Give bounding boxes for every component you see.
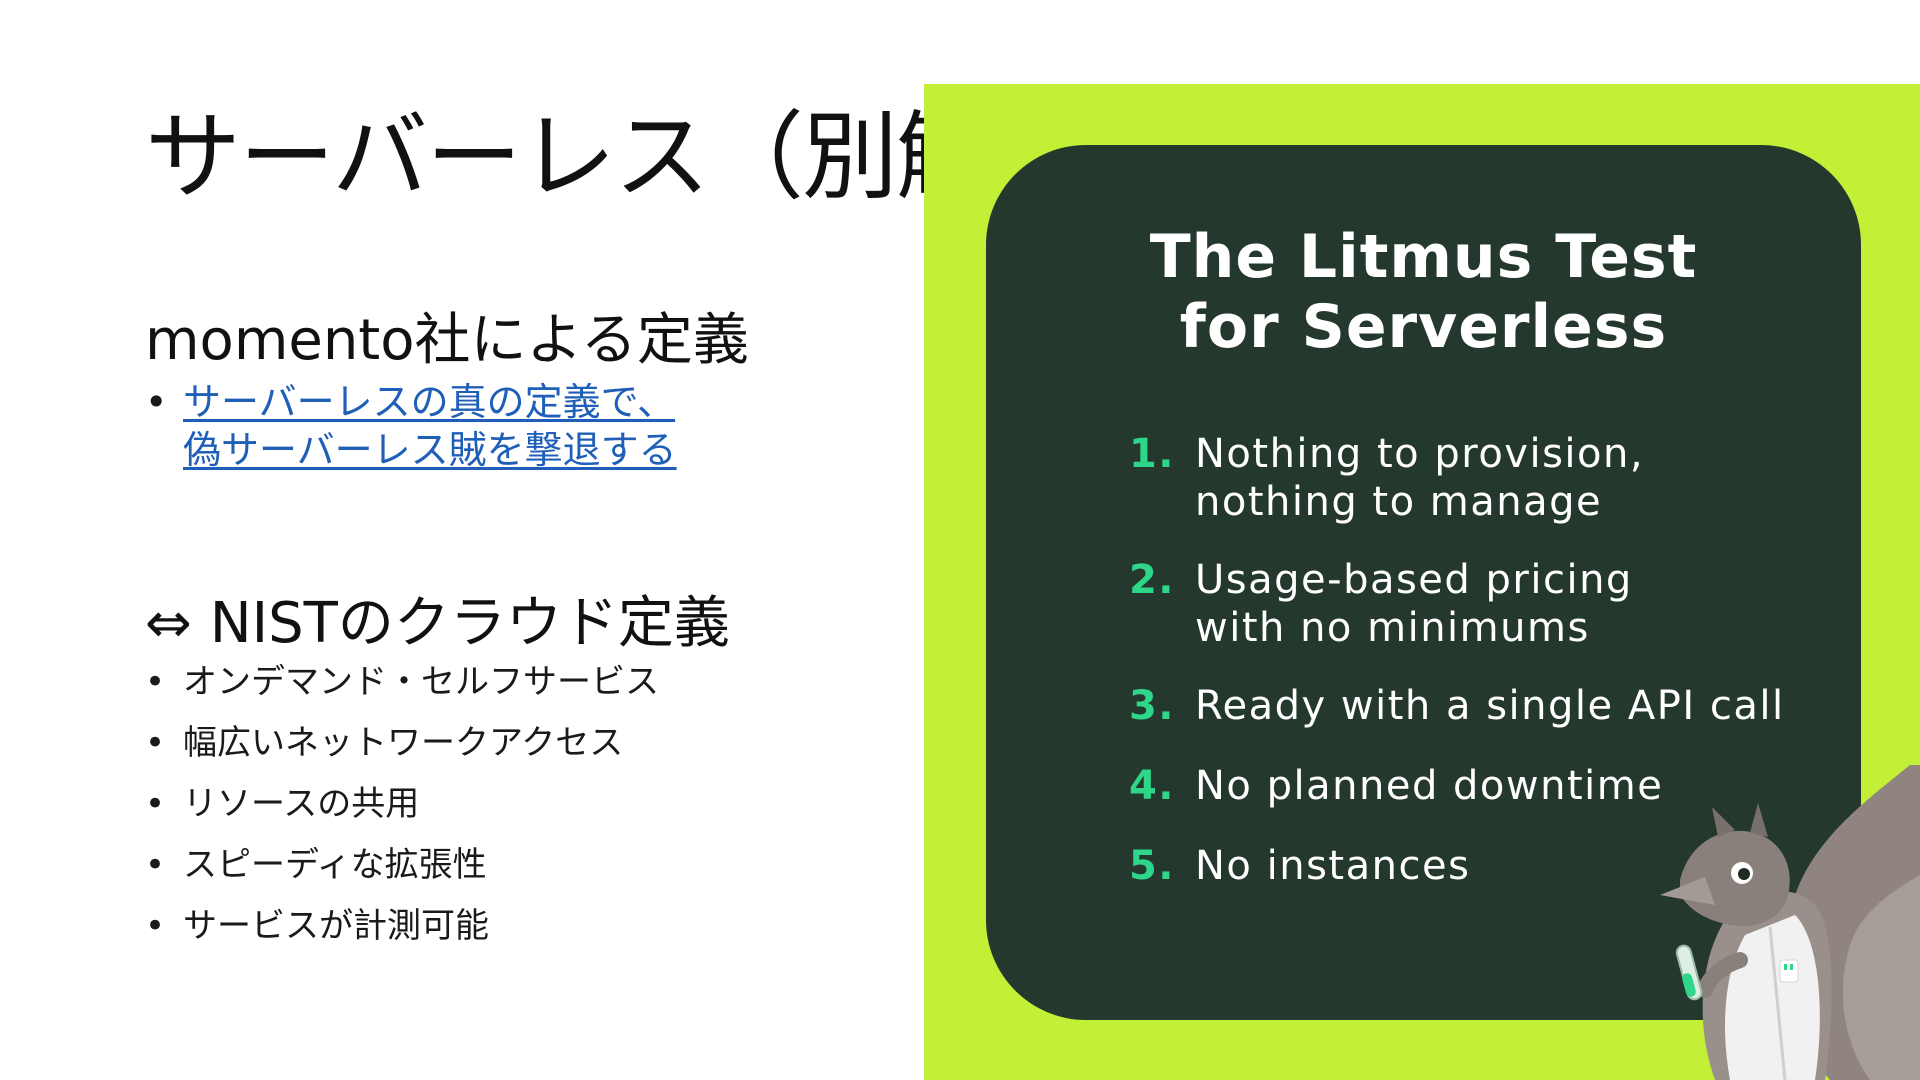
item-number: 3. xyxy=(1128,683,1175,729)
litmus-item: 2. Usage-based pricing with no minimums xyxy=(1120,556,1785,652)
litmus-item: 3. Ready with a single API call xyxy=(1120,682,1785,730)
litmus-criteria-list: 1. Nothing to provision, nothing to manag… xyxy=(1120,430,1785,920)
momento-definition-heading: momento社による定義 xyxy=(145,308,749,373)
item-text: Nothing to provision, nothing to manage xyxy=(1195,431,1645,525)
list-item: オンデマンド・セルフサービス xyxy=(145,652,659,713)
litmus-item: 5. No instances xyxy=(1120,842,1785,890)
item-number: 5. xyxy=(1128,843,1175,889)
litmus-item: 4. No planned downtime xyxy=(1120,762,1785,810)
nist-characteristics-list: オンデマンド・セルフサービス 幅広いネットワークアクセス リソースの共用 スピー… xyxy=(145,652,659,957)
list-item: リソースの共用 xyxy=(145,774,659,835)
list-item: サーバーレスの真の定義で、 偽サーバーレス賊を撃退する xyxy=(145,378,677,474)
litmus-item: 1. Nothing to provision, nothing to manag… xyxy=(1120,430,1785,526)
momento-link-list: サーバーレスの真の定義で、 偽サーバーレス賊を撃退する xyxy=(145,378,677,474)
squirrel-scientist-icon xyxy=(1660,765,1920,1080)
item-number: 1. xyxy=(1128,431,1175,477)
list-item: スピーディな拡張性 xyxy=(145,835,659,896)
list-item: サービスが計測可能 xyxy=(145,896,659,957)
item-number: 4. xyxy=(1128,763,1175,809)
momento-article-link[interactable]: サーバーレスの真の定義で、 偽サーバーレス賊を撃退する xyxy=(183,380,677,472)
item-text: Usage-based pricing with no minimums xyxy=(1195,557,1633,651)
nist-definition-heading: ⇔ NISTのクラウド定義 xyxy=(145,591,730,656)
item-text: No instances xyxy=(1195,843,1471,889)
litmus-test-title: The Litmus Test for Serverless xyxy=(986,222,1861,362)
litmus-title-line-2: for Serverless xyxy=(1179,292,1668,362)
item-number: 2. xyxy=(1128,557,1175,603)
item-text: No planned downtime xyxy=(1195,763,1664,809)
litmus-title-line-1: The Litmus Test xyxy=(1149,222,1698,292)
item-text: Ready with a single API call xyxy=(1195,683,1785,729)
list-item: 幅広いネットワークアクセス xyxy=(145,713,659,774)
